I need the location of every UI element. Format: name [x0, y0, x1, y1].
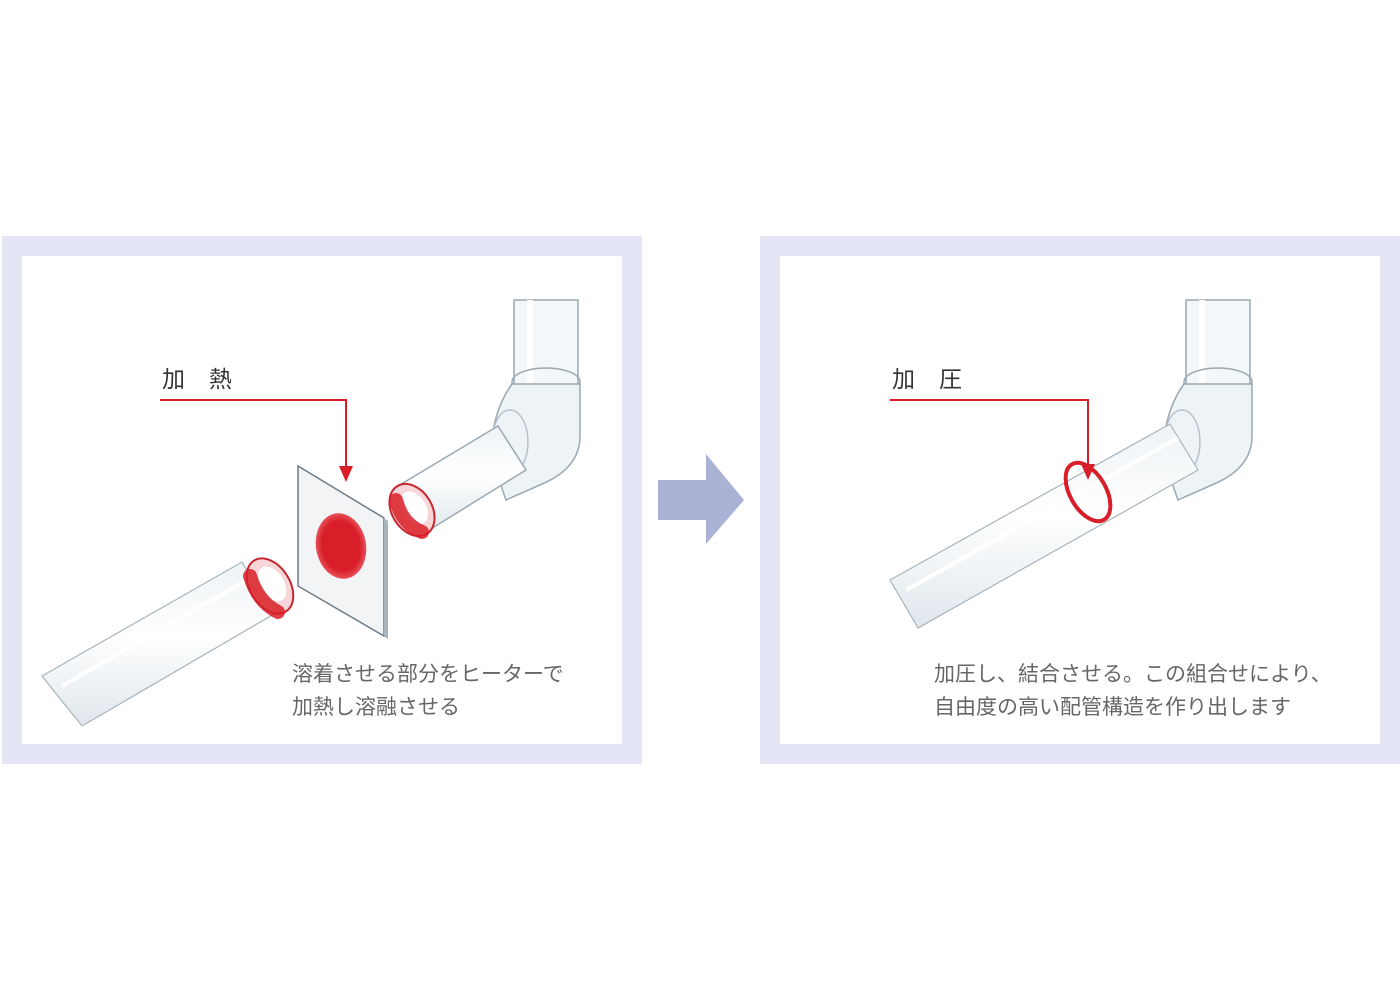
pressing-leader: [890, 399, 1095, 480]
pressing-diagram: [889, 299, 1253, 629]
heating-leader: [160, 399, 353, 482]
heating-label-char-1: 加: [162, 367, 185, 393]
heating-label-char-2: 熱: [209, 367, 232, 393]
heating-diagram: [41, 299, 581, 727]
heating-caption: 溶着させる部分をヒーターで 加熱し溶融させる: [292, 658, 564, 724]
lower-pipe-section: [41, 557, 295, 727]
panel-heating: 加熱 溶着させる部分をヒーターで 加熱し溶融させる: [2, 236, 642, 764]
pressing-label: 加圧: [892, 360, 962, 394]
upper-pipe-section: [388, 424, 528, 539]
heating-caption-line-2: 加熱し溶融させる: [292, 695, 460, 719]
panel-pressing-inner: 加圧 加圧し、結合させる。この組合せにより、 自由度の高い配管構造を作り出します: [780, 256, 1380, 744]
vertical-pipe: [1183, 299, 1253, 397]
weld-ring: [1063, 460, 1113, 524]
flow-arrow-icon: [658, 454, 744, 544]
joined-pipe: [889, 423, 1199, 629]
pressing-caption: 加圧し、結合させる。この組合せにより、 自由度の高い配管構造を作り出します: [934, 658, 1332, 724]
vertical-pipe: [511, 299, 581, 397]
heating-caption-line-1: 溶着させる部分をヒーターで: [292, 662, 564, 686]
heater-plate: [297, 464, 388, 639]
pressing-label-char-1: 加: [892, 367, 915, 393]
pressing-caption-line-1: 加圧し、結合させる。この組合せにより、: [934, 662, 1332, 686]
pressing-label-char-2: 圧: [939, 367, 962, 393]
heater-hotspot: [315, 513, 367, 579]
panel-pressing: 加圧 加圧し、結合させる。この組合せにより、 自由度の高い配管構造を作り出します: [760, 236, 1400, 764]
panel-heating-inner: 加熱 溶着させる部分をヒーターで 加熱し溶融させる: [22, 256, 622, 744]
heating-label: 加熱: [162, 360, 232, 394]
pressing-caption-line-2: 自由度の高い配管構造を作り出します: [934, 695, 1291, 719]
